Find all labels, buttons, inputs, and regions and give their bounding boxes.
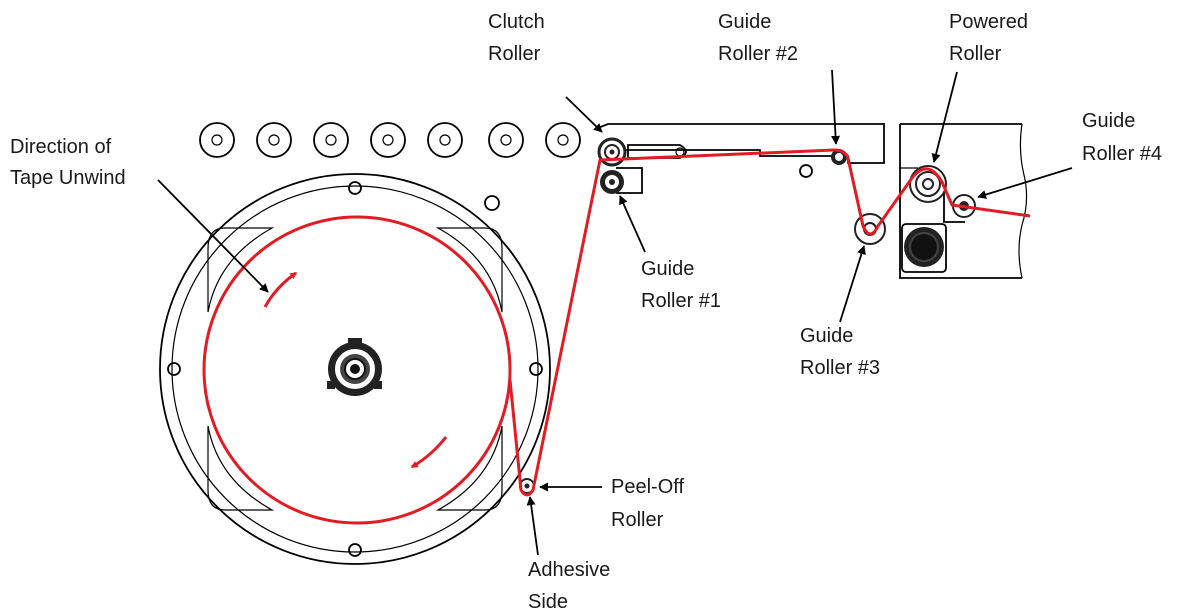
reel-hub	[327, 338, 382, 396]
tape-reel	[159, 173, 551, 565]
idle-roller-row	[199, 122, 581, 158]
idle-roller	[313, 122, 349, 158]
leader-clutch	[565, 96, 603, 133]
leader-guide1	[619, 195, 646, 253]
unwind-arrow-upper	[263, 271, 298, 308]
label-guide-roller-4: Guide Roller #4	[1082, 110, 1162, 165]
idle-roller	[370, 122, 406, 158]
label-direction: Direction of Tape Unwind	[10, 136, 126, 189]
leader-direction	[157, 179, 269, 293]
guide-roller-3	[854, 213, 886, 245]
leader-guide3	[839, 245, 866, 323]
idle-roller	[427, 122, 463, 158]
label-guide-roller-2: Guide Roller #2	[718, 11, 798, 65]
idle-roller	[256, 122, 292, 158]
label-powered-roller: Powered Roller	[949, 11, 1034, 65]
leader-adhesive	[526, 496, 539, 556]
label-peel-off-roller: Peel-Off Roller	[611, 476, 690, 531]
leader-powered	[931, 71, 958, 163]
label-guide-roller-3: Guide Roller #3	[800, 325, 880, 379]
label-clutch-roller: Clutch Roller	[488, 11, 550, 65]
frame-hole	[484, 195, 500, 211]
tape-path	[508, 148, 1031, 497]
leader-guide4	[977, 167, 1073, 199]
leader-guide2	[831, 69, 841, 145]
tape-roll	[202, 215, 512, 525]
label-guide-roller-1: Guide Roller #1	[641, 258, 721, 312]
idle-roller	[545, 122, 581, 158]
guide-roller-1	[600, 170, 624, 194]
frame-hole	[799, 164, 813, 178]
powered-unit-housing	[899, 123, 1028, 279]
label-adhesive-side: Adhesive Side	[528, 559, 616, 613]
powered-roller	[909, 165, 947, 203]
idle-roller	[488, 122, 524, 158]
idle-roller	[199, 122, 235, 158]
unwind-arrow-lower	[410, 436, 448, 469]
